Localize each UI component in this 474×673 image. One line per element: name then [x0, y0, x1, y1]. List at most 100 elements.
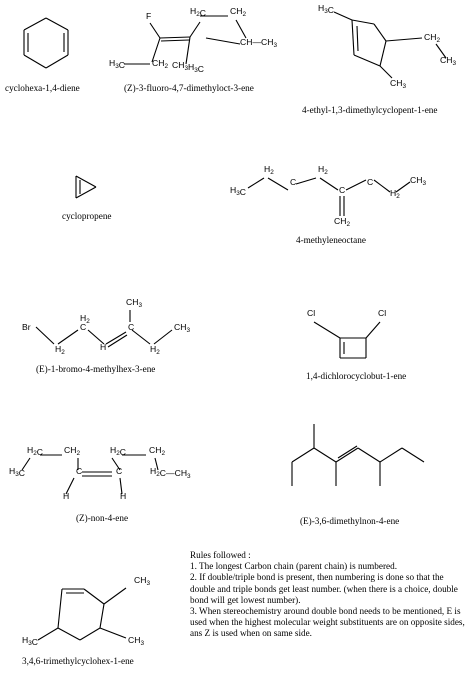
atom-label: H3C [109, 58, 125, 70]
molecule-name: (Z)-non-4-ene [76, 513, 128, 523]
bond-line [345, 179, 367, 191]
bond-line [21, 457, 31, 471]
rule-2: 2. If double/triple bond is present, the… [190, 572, 458, 605]
rule-1: 1. The longest Carbon chain (parent chai… [190, 561, 397, 572]
bond-line [131, 329, 151, 345]
atom-label: Cl [307, 308, 315, 318]
double-bond-line [160, 39, 190, 42]
bond-line [267, 177, 289, 191]
bond-line [75, 175, 97, 188]
bond-line [57, 627, 81, 641]
molecule-name: (E)-1-bromo-4-methylhex-3-ene [36, 364, 155, 374]
bond-line [45, 54, 69, 69]
bond-line [23, 54, 47, 69]
molecule-name: cyclohexa-1,4-diene [5, 83, 80, 93]
bond-line [23, 17, 47, 31]
atom-label: H3C [230, 185, 246, 197]
atom-label: C [290, 177, 296, 187]
atom-label: CH2 [424, 32, 440, 44]
bond-line [291, 447, 315, 463]
rule-3: 3. When stereochemistry around double bo… [190, 606, 465, 639]
atom-label: CH3 [128, 635, 144, 647]
bond-line [379, 447, 403, 463]
atom-label: C [80, 322, 86, 332]
atom-label: CH3 [126, 297, 142, 309]
molecule-name: cyclopropene [62, 211, 112, 221]
bond-line [87, 329, 105, 345]
atom-label: H2 [264, 164, 274, 176]
bond-line [75, 186, 97, 199]
bond-line [357, 447, 381, 463]
bond-line [365, 321, 381, 339]
bond-line [373, 179, 391, 193]
bond-line [37, 627, 59, 641]
bond-line [99, 603, 105, 629]
bond-line [247, 177, 265, 189]
bond-line [153, 329, 173, 345]
bond-line [351, 19, 375, 25]
bond-line [313, 321, 341, 339]
bond-line [149, 22, 161, 39]
bond-line [373, 23, 387, 42]
atom-label: CH3 [134, 575, 150, 587]
rules-panel: Rules followed : 1. The longest Carbon c… [190, 550, 470, 640]
atom-label: C [116, 466, 122, 476]
bond-line [189, 21, 201, 38]
atom-label: C [76, 466, 82, 476]
atom-label: H2C [27, 445, 43, 457]
atom-label: H3C [318, 3, 334, 15]
molecule-name: 3,4,6-trimethylcyclohex-1-ene [22, 656, 134, 666]
bond-line [379, 40, 387, 67]
bond-line [79, 627, 101, 641]
bond-line [319, 177, 339, 191]
atom-label: H2 [318, 164, 328, 176]
molecule-name: (E)-3,6-dimethylnon-4-ene [300, 516, 399, 526]
bond-line [83, 588, 105, 605]
atom-label: H3C [22, 635, 38, 647]
atom-label: H2C [190, 6, 206, 18]
atom-label: CH—CH3 [240, 37, 277, 49]
atom-label: CH2 [149, 445, 165, 457]
atom-label: Br [22, 322, 31, 332]
atom-label: C [339, 185, 345, 195]
bond-line [57, 588, 63, 629]
bond-line [154, 457, 159, 471]
atom-label: CH2 [152, 58, 168, 70]
bond-line [151, 37, 161, 63]
atom-label: H2 [390, 188, 400, 200]
atom-label: CH3 [174, 322, 190, 334]
bond-line [335, 447, 359, 463]
bond-line [35, 326, 55, 345]
atom-label: C [367, 177, 373, 187]
atom-label: H2C—CH3 [150, 466, 191, 480]
atom-label: H [120, 491, 126, 501]
atom-label: H2 [80, 313, 90, 325]
bond-line [103, 587, 127, 605]
double-bond-line [356, 25, 359, 52]
double-bond-line [337, 445, 358, 459]
bond-line [379, 65, 393, 79]
atom-label: CH3 [410, 175, 426, 187]
atom-label: CH3H3C [172, 60, 204, 74]
bond-line [235, 19, 247, 39]
bond-line [111, 457, 121, 471]
bond-line [313, 447, 337, 463]
bond-line [57, 329, 79, 345]
bond-line [385, 37, 423, 42]
molecule-name: 4-ethyl-1,3-dimethylcyclopent-1-ene [302, 105, 437, 115]
bond-line [105, 331, 127, 345]
atom-label: H2 [150, 344, 160, 356]
molecule-name: 1,4-dichlorocyclobut-1-ene [306, 371, 406, 381]
bond-line [45, 17, 69, 31]
atom-label: CH2 [334, 216, 350, 228]
double-bond-line [107, 334, 128, 348]
atom-label: F [146, 11, 151, 21]
atom-label: CH2 [64, 445, 80, 457]
bond-line [295, 177, 317, 185]
rules-title: Rules followed : [190, 550, 251, 560]
atom-label: CH3 [440, 55, 456, 67]
bond-line [185, 36, 191, 65]
atom-label: H [100, 342, 106, 352]
bond-line [395, 181, 411, 193]
